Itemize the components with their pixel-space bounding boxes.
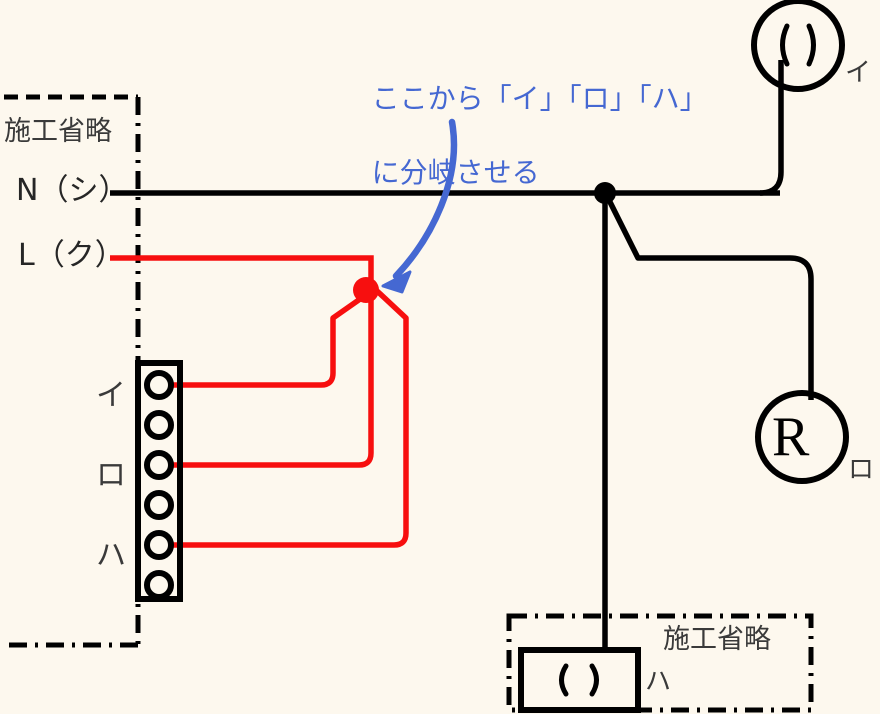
terminal-hole-5[interactable]	[144, 530, 174, 560]
terminal-hole-4[interactable]	[144, 490, 174, 520]
supply-box-omit-label: 施工省略	[4, 116, 112, 147]
live-branch-ro	[172, 292, 374, 468]
outlet-ha-right-prong-icon	[589, 663, 599, 697]
annotation-text: ここから「イ」「ロ」「ハ」 に分岐させる	[336, 44, 708, 229]
live-junction-dot	[353, 277, 379, 303]
live-wire	[110, 255, 409, 548]
outlet-i-left-prong-icon	[780, 23, 790, 67]
annotation-line-2: に分岐させる	[371, 155, 540, 189]
live-branch-ha	[172, 287, 409, 548]
device-ro-circle	[755, 390, 849, 484]
terminal-hole-2[interactable]	[144, 410, 174, 440]
device-ro-symbol-text: R	[772, 406, 810, 468]
terminal-hole-3[interactable]	[144, 450, 174, 480]
device-label-outlet-i: イ	[845, 58, 872, 88]
terminal-side-label-i: イ	[96, 378, 126, 413]
device-label-outlet-ha: ハ	[645, 667, 672, 697]
device-ro-symbol[interactable]	[755, 390, 849, 484]
terminal-block[interactable]	[135, 360, 183, 602]
outlet-i-circle	[751, 0, 845, 92]
terminal-label-neutral: N（シ）	[16, 173, 129, 208]
bottom-box-omit-label: 施工省略	[663, 624, 771, 655]
outlet-i-symbol[interactable]	[751, 0, 845, 92]
annotation-line-1: ここから「イ」「ロ」「ハ」	[371, 81, 708, 115]
outlet-ha-left-prong-icon	[559, 663, 569, 697]
neutral-wire	[110, 60, 814, 662]
terminal-side-label-ro: ロ	[96, 458, 126, 493]
bottom-box-border	[506, 613, 814, 713]
neutral-junction-dot	[594, 182, 616, 204]
neutral-branch-to-device-ro	[604, 194, 814, 400]
terminal-hole-1[interactable]	[144, 370, 174, 400]
live-branch-i	[172, 287, 375, 388]
outlet-i-right-prong-icon	[806, 23, 816, 67]
terminal-side-label-ha: ハ	[96, 538, 126, 573]
neutral-branch-to-outlet-i	[759, 60, 784, 196]
terminal-label-live: L（ク）	[18, 238, 125, 273]
outlet-ha-symbol[interactable]	[518, 647, 641, 713]
bottom-box-outline	[506, 613, 814, 713]
live-feed-run	[110, 255, 374, 286]
device-label-device-ro: ロ	[848, 455, 875, 485]
outlet-ha-rect	[518, 647, 641, 713]
terminal-hole-6[interactable]	[144, 570, 174, 600]
